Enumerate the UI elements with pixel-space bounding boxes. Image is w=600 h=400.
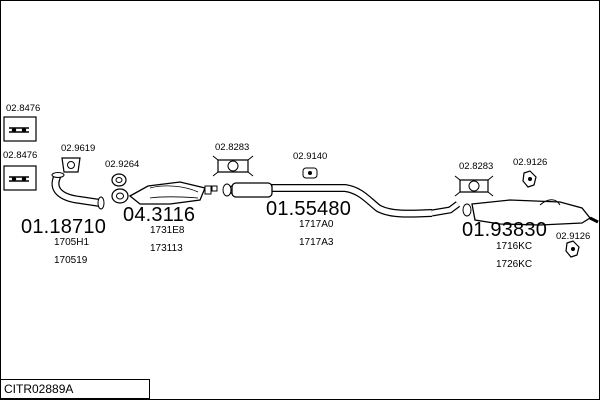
rubber-hanger-1 xyxy=(522,170,537,188)
small-clamp xyxy=(211,185,218,192)
rubber-mount-center xyxy=(302,167,318,179)
catalytic-converter xyxy=(128,181,212,205)
diagram-code: CITR02889A xyxy=(4,382,74,396)
part-number-catalyst: 04.3116 xyxy=(123,204,196,226)
rear-silencer xyxy=(462,199,599,226)
part-label-ring: 02.9264 xyxy=(105,159,140,170)
gasket-ring xyxy=(111,173,129,204)
front-pipe xyxy=(51,172,105,210)
ref-rear-silencer-1: 1716KC xyxy=(496,241,533,252)
part-label-bracket-1: 02.8283 xyxy=(215,142,250,153)
part-label-hanger-1: 02.9126 xyxy=(513,157,548,168)
part-label-bracket-2: 02.8283 xyxy=(459,161,494,172)
ref-center-pipe-1: 1717A0 xyxy=(299,219,334,230)
part-label-kit-2: 02.8476 xyxy=(3,150,38,161)
clamp-kit-box-1 xyxy=(3,116,37,142)
part-label-hanger-2: 02.9126 xyxy=(556,231,591,242)
ref-front-pipe-1: 1705H1 xyxy=(54,237,90,248)
part-label-gasket: 02.9619 xyxy=(61,143,96,154)
part-number-front-pipe: 01.18710 xyxy=(21,216,107,238)
center-pipe xyxy=(222,182,461,218)
part-number-rear-silencer: 01.93830 xyxy=(462,219,548,241)
mounting-bracket-1 xyxy=(212,155,254,177)
rubber-hanger-2 xyxy=(565,240,580,258)
ref-catalyst-1: 1731E8 xyxy=(150,225,185,236)
flange-gasket xyxy=(61,157,81,173)
part-number-center-pipe: 01.55480 xyxy=(266,198,352,220)
ref-center-pipe-2: 1717A3 xyxy=(299,237,334,248)
part-label-mount: 02.9140 xyxy=(293,151,328,162)
part-label-kit-1: 02.8476 xyxy=(6,103,41,114)
mounting-bracket-2 xyxy=(454,175,494,197)
ref-catalyst-2: 173113 xyxy=(150,243,183,254)
clamp-kit-box-2 xyxy=(3,165,37,191)
ref-rear-silencer-2: 1726KC xyxy=(496,259,533,270)
diagram-code-box xyxy=(0,379,150,399)
ref-front-pipe-2: 170519 xyxy=(54,255,88,266)
